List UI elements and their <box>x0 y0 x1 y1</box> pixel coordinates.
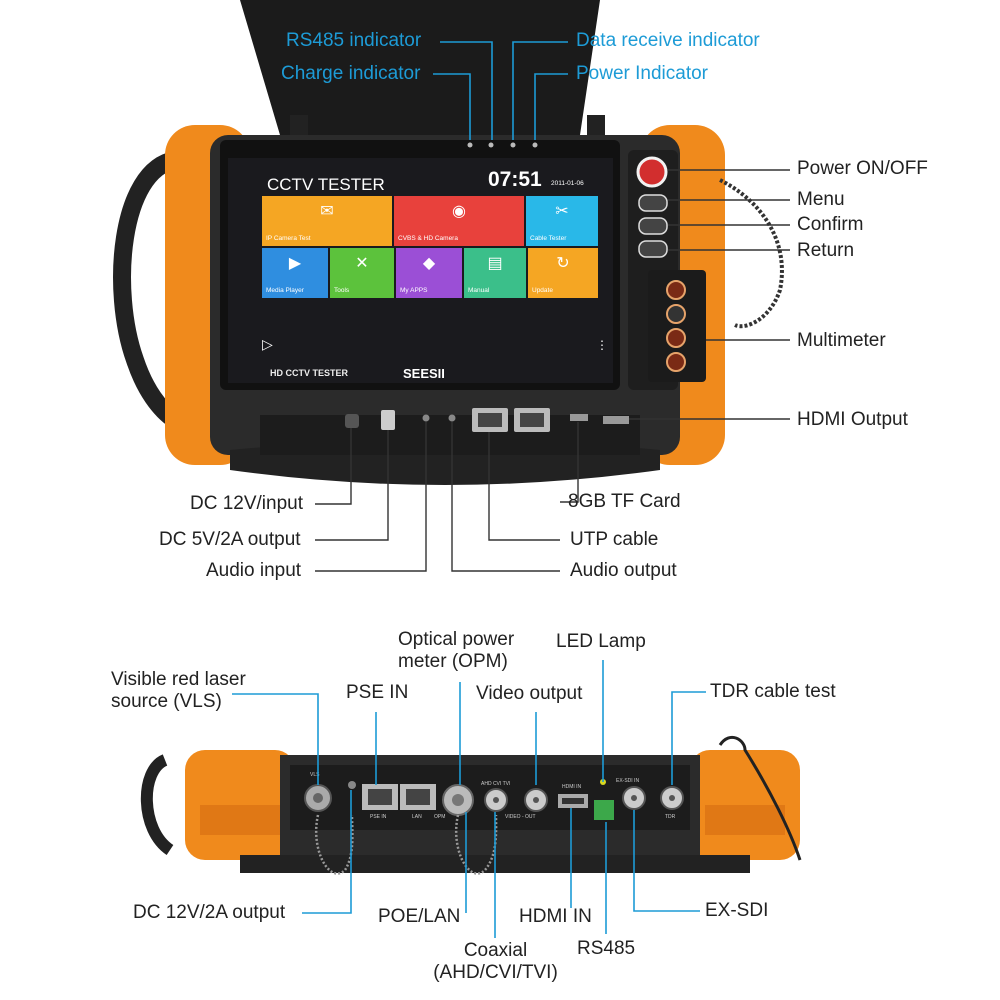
label-multimeter: Multimeter <box>797 330 886 351</box>
label-rs485: RS485 <box>577 938 636 959</box>
port-text-lan: LAN <box>412 814 422 820</box>
label-dc-5v-2a-output: DC 5V/2A output <box>159 529 301 550</box>
port-text-vls: VLS <box>310 772 320 778</box>
label-rs485-indicator: RS485 indicator <box>286 30 422 51</box>
app-tile-label: My APPS <box>400 287 428 294</box>
app-tile[interactable]: ◆ My APPS <box>396 248 462 298</box>
front-device-drawing <box>113 0 784 485</box>
app-tile-icon: ↻ <box>556 255 570 272</box>
app-tile[interactable]: ✕ Tools <box>330 248 394 298</box>
label-tdr: TDR cable test <box>710 681 836 702</box>
port-text-ex-sdi: EX-SDI IN <box>616 778 640 784</box>
label-return: Return <box>797 240 855 261</box>
screen-time: 07:51 <box>488 168 542 191</box>
app-tile[interactable]: ◉ CVBS & HD Camera <box>394 196 524 246</box>
label-power-indicator: Power Indicator <box>576 63 709 84</box>
app-tile[interactable]: ▤ Manual <box>464 248 526 298</box>
label-opm: Optical power meter (OPM) <box>398 629 515 672</box>
label-audio-input: Audio input <box>206 560 302 581</box>
label-hdmi-in: HDMI IN <box>519 906 592 927</box>
port-text-video-out: VIDEO - OUT <box>505 814 536 820</box>
label-hdmi-output: HDMI Output <box>797 409 908 430</box>
screen-date: 2011-01-06 <box>551 180 584 187</box>
label-video-output: Video output <box>476 683 583 704</box>
app-tile-label: Tools <box>334 287 350 294</box>
screen-title: CCTV TESTER <box>267 175 385 194</box>
label-audio-output: Audio output <box>570 560 677 581</box>
app-tile-label: CVBS & HD Camera <box>398 235 458 242</box>
play-icon[interactable]: ▷ <box>262 336 273 352</box>
app-tile[interactable]: ✂ Cable Tester <box>526 196 598 246</box>
app-tile-icon: ✉ <box>320 203 334 220</box>
side-device: VLS PSE IN LAN OPM AHD CVI TVI VIDEO - O… <box>0 720 1000 900</box>
label-poe-lan: POE/LAN <box>378 906 461 927</box>
port-text-ahd: AHD CVI TVI <box>481 781 511 787</box>
port-text-hdmi-in: HDMI IN <box>562 784 582 790</box>
label-utp-cable: UTP cable <box>570 529 659 550</box>
label-vls: Visible red laser source (VLS) <box>111 669 246 712</box>
label-dc-12v-2a-output: DC 12V/2A output <box>133 902 286 923</box>
label-pse-in: PSE IN <box>346 682 409 703</box>
label-ex-sdi: EX-SDI <box>705 900 769 921</box>
app-tile-label: Manual <box>468 287 490 294</box>
app-tile-icon: ◆ <box>422 255 436 272</box>
label-data-receive-indicator: Data receive indicator <box>576 30 760 51</box>
app-tile-icon: ◉ <box>452 203 466 220</box>
label-power-on-off: Power ON/OFF <box>797 158 928 179</box>
port-text-pse-in: PSE IN <box>370 814 387 820</box>
port-text-tdr: TDR <box>665 814 676 820</box>
app-tile[interactable]: ↻ Update <box>528 248 598 298</box>
label-tf-card: 8GB TF Card <box>568 491 681 512</box>
app-tile-label: Update <box>532 287 553 294</box>
label-coaxial: Coaxial (AHD/CVI/TVI) <box>433 940 558 983</box>
port-text-opm: OPM <box>434 814 446 820</box>
label-led-lamp: LED Lamp <box>556 631 646 652</box>
app-tile-grid: ✉ IP Camera Test ◉ CVBS & HD Camera ✂ Cable T… <box>262 196 598 298</box>
app-tile[interactable]: ✉ IP Camera Test <box>262 196 392 246</box>
more-icon[interactable]: ⋮ <box>596 338 608 352</box>
label-confirm: Confirm <box>797 214 864 235</box>
brand-left: HD CCTV TESTER <box>270 368 349 378</box>
label-menu: Menu <box>797 189 845 210</box>
label-charge-indicator: Charge indicator <box>281 63 421 84</box>
label-dc-12v-input: DC 12V/input <box>190 493 304 514</box>
side-device-drawing <box>140 735 802 875</box>
brand-right: SEESII <box>403 366 445 381</box>
app-tile-label: Cable Tester <box>530 235 567 242</box>
app-tile-label: IP Camera Test <box>266 235 311 242</box>
front-device: CCTV TESTER 07:51 2011-01-06 ✉ IP Camera … <box>113 0 784 485</box>
app-tile[interactable]: ▶ Media Player <box>262 248 328 298</box>
app-tile-icon: ✂ <box>555 203 569 220</box>
app-tile-label: Media Player <box>266 287 304 294</box>
app-tile-icon: ▶ <box>288 255 302 272</box>
app-tile-icon: ▤ <box>487 255 503 272</box>
app-tile-icon: ✕ <box>355 255 369 272</box>
